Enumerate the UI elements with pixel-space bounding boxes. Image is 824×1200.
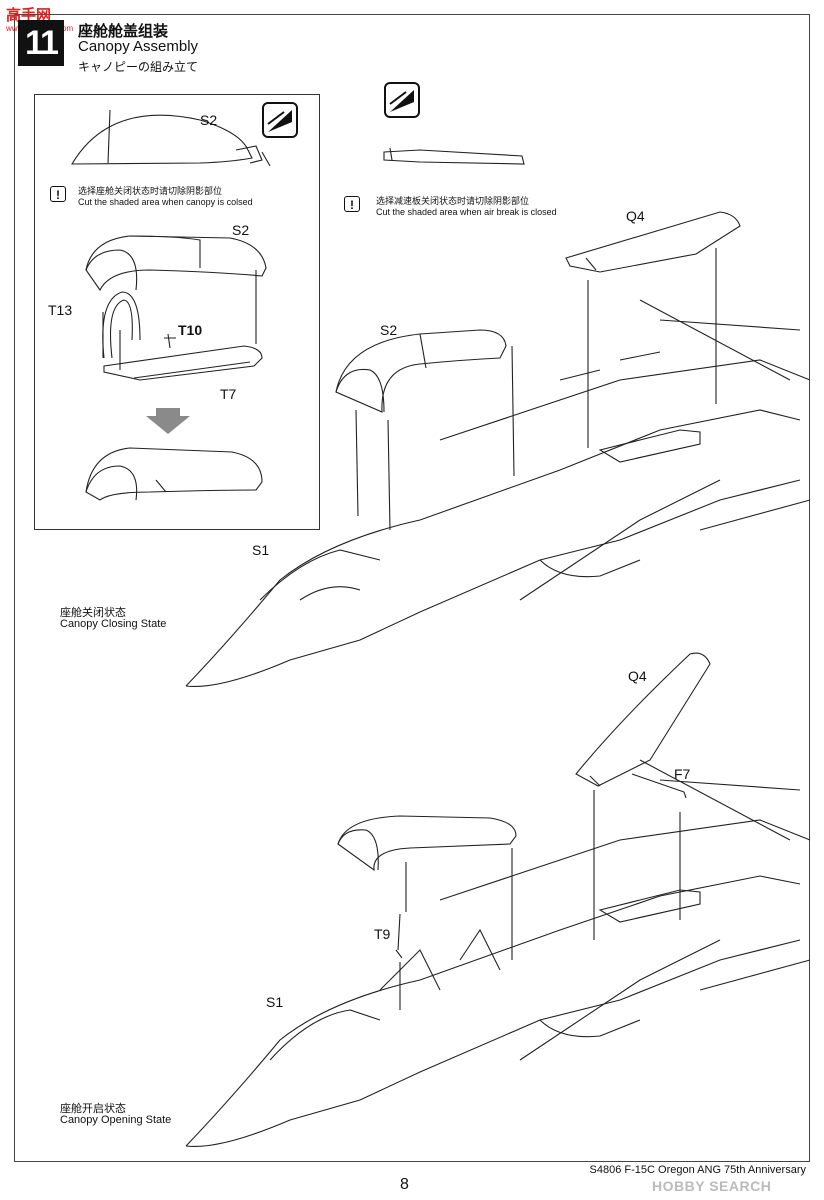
t9-rod xyxy=(395,913,403,959)
page-frame xyxy=(14,14,810,1162)
airbrake-part-small xyxy=(383,147,525,165)
q4-airbrake-closed xyxy=(565,211,741,273)
label-s1-open: S1 xyxy=(266,994,284,1010)
closed-state-en: Canopy Closing State xyxy=(60,618,167,630)
q4-airbrake-open xyxy=(575,652,711,787)
inset-part-t7 xyxy=(103,345,263,381)
cut-shaded-area-icon xyxy=(262,102,298,138)
inset-canopy-side-view xyxy=(71,109,271,167)
down-arrow-icon xyxy=(146,408,190,434)
footer-model-name: S4806 F-15C Oregon ANG 75th Anniversary xyxy=(589,1164,806,1176)
label-s2-closed: S2 xyxy=(380,322,398,338)
s2-canopy-closed xyxy=(335,329,507,413)
step-title-en: Canopy Assembly xyxy=(78,38,199,55)
label-q4-open: Q4 xyxy=(628,668,647,684)
label-t13: T13 xyxy=(48,302,73,318)
aircraft-open-view xyxy=(185,759,811,1147)
airbrake-note-en: Cut the shaded area when air break is cl… xyxy=(376,207,557,217)
open-state-cn: 座舱开启状态 xyxy=(60,1102,126,1115)
inset-canopy-assembled xyxy=(85,447,263,501)
guide-lines-q4 xyxy=(587,248,717,448)
hobby-search-watermark: HOBBY SEARCH xyxy=(652,1178,772,1194)
step-number: 11 xyxy=(18,20,64,66)
s2-canopy-open xyxy=(337,815,517,872)
label-t10: T10 xyxy=(178,322,203,338)
inset-canopy-3d xyxy=(85,235,267,292)
inset-part-t13 xyxy=(102,291,141,359)
f7-rod xyxy=(631,773,687,799)
label-s2-inset: S2 xyxy=(232,222,250,238)
label-s2-inset-top: S2 xyxy=(200,112,218,128)
aircraft-closed-view xyxy=(185,299,811,687)
open-state-en: Canopy Opening State xyxy=(60,1114,172,1126)
label-f7: F7 xyxy=(674,766,691,782)
canopy-subassembly-inset xyxy=(34,94,320,530)
warning-icon-airbrake: ! xyxy=(344,196,360,212)
warning-icon: ! xyxy=(50,186,66,202)
label-s1-closed: S1 xyxy=(252,542,270,558)
label-t7: T7 xyxy=(220,386,237,402)
inset-note-en: Cut the shaded area when canopy is colse… xyxy=(78,197,253,207)
page-number: 8 xyxy=(400,1176,409,1193)
airbrake-note-cn: 选择减速板关闭状态时请切除阴影部位 xyxy=(376,197,530,207)
watermark-logo: 高手网 xyxy=(6,6,52,24)
step-title-cn: 座舱舱盖组装 xyxy=(78,22,169,40)
cut-shaded-area-icon-airbrake xyxy=(384,82,420,118)
inset-note-cn: 选择座舱关闭状态时请切除阴影部位 xyxy=(78,187,223,197)
label-q4-closed: Q4 xyxy=(626,208,645,224)
step-title-jp: キャノピーの組み立て xyxy=(78,60,199,74)
closed-state-cn: 座舱关闭状态 xyxy=(60,606,126,619)
inset-part-t10 xyxy=(164,333,176,349)
guide-lines-s2-open xyxy=(405,848,513,960)
label-t9: T9 xyxy=(374,926,391,942)
guide-lines-s2 xyxy=(355,345,515,531)
